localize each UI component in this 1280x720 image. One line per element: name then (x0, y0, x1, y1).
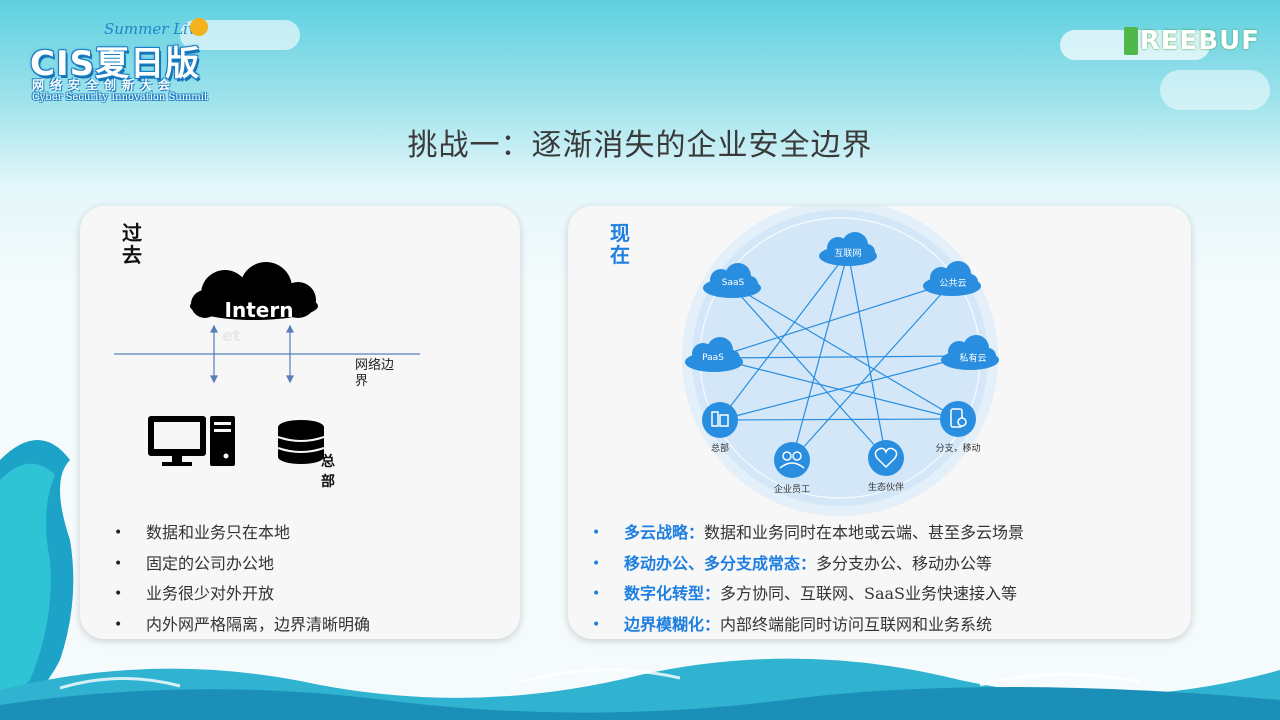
hq-label: 总部 (321, 452, 337, 492)
cis-summer-logo: Summer Live CIS夏日版 网络安全创新大会 Cyber Securi… (28, 18, 228, 108)
hq-building-icon (702, 402, 738, 438)
internet-cloud-label: Intern (214, 298, 304, 322)
public-cloud-node-label: 公共云 (928, 276, 978, 289)
branch-node-label: 分支，移动 (923, 441, 993, 454)
past-panel: 过去 (80, 206, 520, 639)
past-bullet-list: •数据和业务只在本地 •固定的公司办公地 •业务很少对外开放 •内外网严格隔离，… (114, 518, 514, 640)
hq-node-label: 总部 (695, 441, 745, 454)
page-title: 挑战一：逐渐消失的企业安全边界 (0, 120, 1280, 164)
now-panel: 现在 (568, 206, 1191, 639)
now-network-diagram (568, 206, 1191, 516)
freebuf-logo: REEBUF (1124, 26, 1260, 56)
partner-heart-icon (868, 440, 904, 476)
list-item: •数据和业务只在本地 (114, 518, 514, 549)
past-network-diagram (80, 206, 520, 506)
list-item: •固定的公司办公地 (114, 549, 514, 580)
list-item: •多云战略：数据和业务同时在本地或云端、甚至多云场景 (592, 518, 1182, 549)
employee-node-label: 企业员工 (762, 482, 822, 495)
internet-node-label: 互联网 (823, 246, 873, 259)
paas-node-label: PaaS (688, 353, 738, 363)
saas-node-label: SaaS (708, 278, 758, 288)
database-icon (278, 420, 324, 464)
desktop-computer-icon (148, 416, 235, 466)
freebuf-logo-text: REEBUF (1140, 26, 1260, 56)
network-boundary-label: 网络边界 (355, 358, 403, 390)
now-bullet-list: •多云战略：数据和业务同时在本地或云端、甚至多云场景 •移动办公、多分支成常态：… (592, 518, 1182, 640)
logo-english-subtitle: Cyber Security Innovation Summit (32, 92, 208, 103)
partner-node-label: 生态伙伴 (856, 480, 916, 493)
branch-mobile-icon (940, 401, 976, 437)
logo-chinese-subtitle: 网络安全创新大会 (32, 76, 176, 93)
private-cloud-node-label: 私有云 (948, 351, 998, 364)
employee-group-icon (774, 442, 810, 478)
list-item: •移动办公、多分支成常态：多分支办公、移动办公等 (592, 549, 1182, 580)
list-item: •边界模糊化：内部终端能同时访问互联网和业务系统 (592, 610, 1182, 641)
list-item: •数字化转型：多方协同、互联网、SaaS业务快速接入等 (592, 579, 1182, 610)
list-item: •内外网严格隔离，边界清晰明确 (114, 610, 514, 641)
freebuf-logo-mark-icon (1124, 27, 1138, 55)
bottom-wave-decoration (0, 630, 1280, 720)
sun-icon (190, 18, 208, 36)
internet-cloud-label-overflow: et (222, 326, 241, 345)
list-item: •业务很少对外开放 (114, 579, 514, 610)
header-cloud-decoration (1160, 70, 1270, 110)
